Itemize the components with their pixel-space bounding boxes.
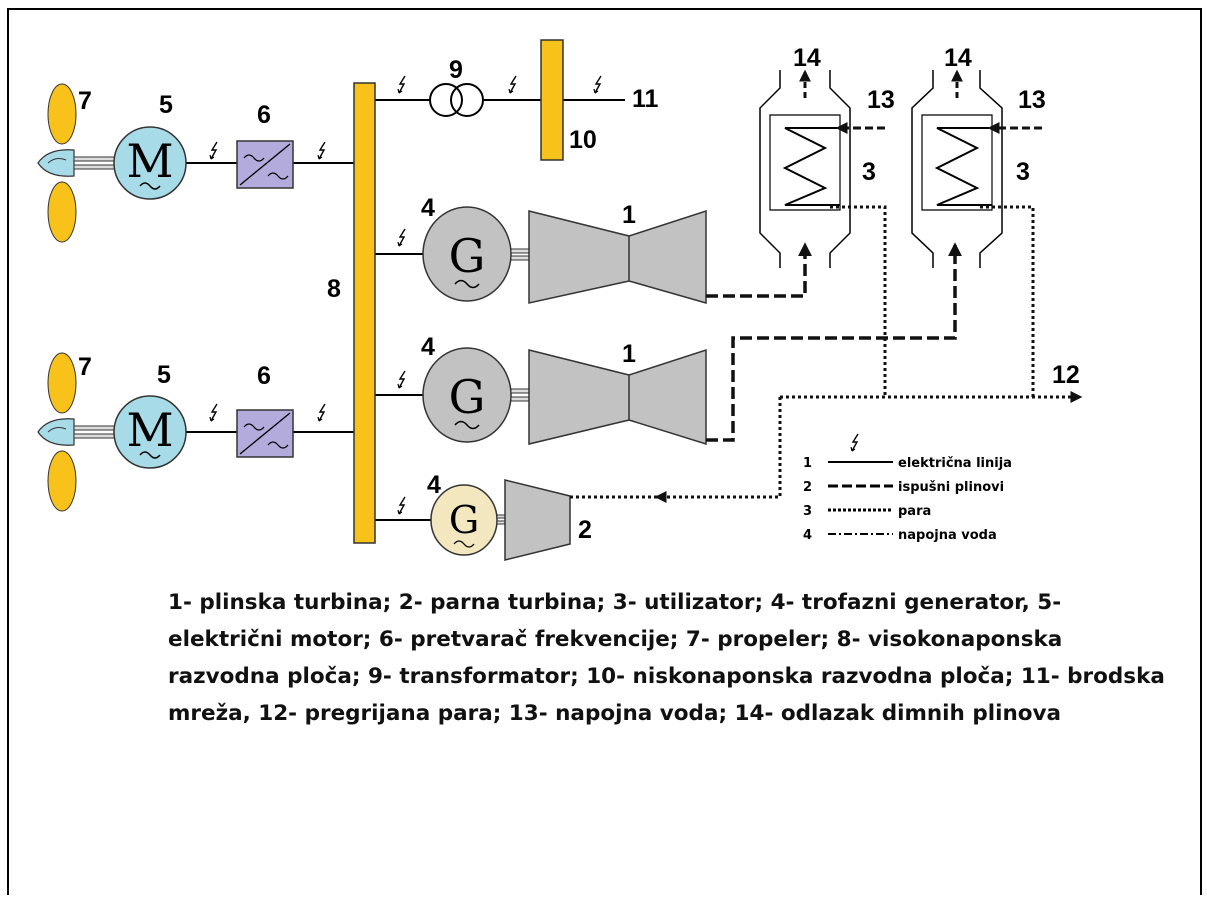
label-14: 14 <box>793 44 821 72</box>
diagram-frame <box>7 8 1202 895</box>
lightning-icon <box>317 141 326 160</box>
label-14: 14 <box>944 44 972 72</box>
svg-text:G: G <box>449 498 479 542</box>
label-7: 7 <box>78 87 92 115</box>
propeller-icon <box>37 83 117 243</box>
lightning-icon <box>397 496 406 515</box>
electric-motor-icon: M <box>113 126 187 200</box>
caption: 1- plinska turbina; 2- parna turbina; 3-… <box>168 584 1178 732</box>
hv-switchboard-busbar <box>353 82 376 544</box>
lightning-icon <box>850 433 859 452</box>
label-4: 4 <box>421 333 435 361</box>
label-7: 7 <box>78 353 92 381</box>
svg-text:3: 3 <box>803 504 812 519</box>
label-8: 8 <box>327 275 341 303</box>
svg-text:G: G <box>449 370 486 424</box>
lightning-icon <box>397 75 406 94</box>
label-1: 1 <box>622 340 636 368</box>
frequency-converter-icon <box>236 409 294 458</box>
svg-text:2: 2 <box>803 480 812 495</box>
electric-motor-icon: M <box>113 395 187 469</box>
lightning-icon <box>508 75 517 94</box>
generator-icon: G <box>422 347 530 443</box>
label-3: 3 <box>862 158 876 186</box>
label-1: 1 <box>622 201 636 229</box>
steam-lines <box>570 205 1083 503</box>
label-12: 12 <box>1052 361 1080 389</box>
lightning-icon <box>397 228 406 247</box>
label-9: 9 <box>449 56 463 84</box>
label-13: 13 <box>1018 86 1046 114</box>
label-5: 5 <box>159 91 173 119</box>
component-number-labels: 7 5 6 7 5 6 8 9 10 11 4 4 4 1 1 2 3 3 14… <box>78 44 1080 544</box>
generator-icon: G <box>430 484 506 556</box>
svg-text:M: M <box>126 403 173 457</box>
caption-line: mreža, 12- pregrijana para; 13- napojna … <box>168 701 1062 726</box>
label-5: 5 <box>157 361 171 389</box>
lightning-icon <box>317 403 326 422</box>
label-3: 3 <box>1016 158 1030 186</box>
label-13: 13 <box>867 86 895 114</box>
frequency-converter-icon <box>236 140 294 189</box>
heat-recovery-unit-icon <box>911 70 1003 268</box>
label-10: 10 <box>569 126 597 154</box>
caption-line: razvodna ploča; 9- transformator; 10- ni… <box>168 664 1165 689</box>
label-4: 4 <box>421 194 435 222</box>
svg-text:ispušni plinovi: ispušni plinovi <box>898 480 1004 495</box>
label-6: 6 <box>257 101 271 129</box>
lv-switchboard-busbar <box>540 39 564 161</box>
svg-text:1: 1 <box>803 456 812 471</box>
steam-turbine-icon <box>504 479 571 561</box>
label-2: 2 <box>578 516 592 544</box>
lightning-icon <box>397 370 406 389</box>
generator-icon: G <box>422 206 530 302</box>
transformer-icon <box>429 83 484 117</box>
lightning-icon <box>593 75 602 94</box>
caption-line: električni motor; 6- pretvarač frekvenci… <box>168 627 1063 652</box>
caption-line: 1- plinska turbina; 2- parna turbina; 3-… <box>168 590 1062 615</box>
gas-turbine-icon <box>528 348 707 446</box>
heat-recovery-unit-icon <box>759 70 851 268</box>
flue-gas-outlet-arrows <box>799 69 963 98</box>
svg-text:para: para <box>898 504 931 519</box>
electrical-lines <box>185 99 625 521</box>
lightning-icon <box>209 141 218 160</box>
label-6: 6 <box>257 362 271 390</box>
svg-text:G: G <box>449 229 486 283</box>
gas-turbine-icon <box>528 209 707 304</box>
legend: 1 električna linija 2 ispušni plinovi 3 … <box>803 433 1012 543</box>
svg-text:napojna voda: napojna voda <box>898 528 997 543</box>
svg-text:4: 4 <box>803 528 812 543</box>
propeller-icon <box>37 352 117 512</box>
label-11: 11 <box>632 85 659 113</box>
label-4: 4 <box>427 471 441 499</box>
exhaust-gas-lines <box>706 242 962 442</box>
svg-text:električna linija: električna linija <box>898 456 1012 471</box>
svg-text:M: M <box>126 134 173 188</box>
lightning-icon <box>209 403 218 422</box>
